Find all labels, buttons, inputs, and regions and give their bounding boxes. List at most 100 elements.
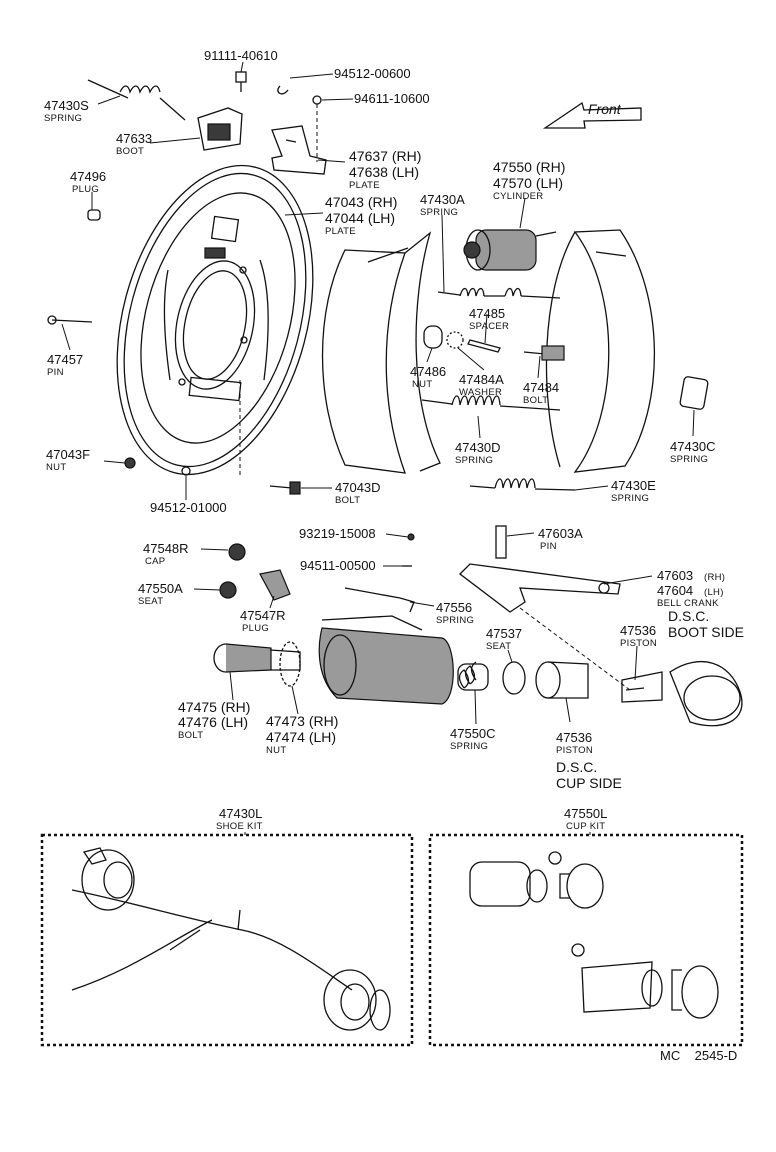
label-47430a-sub: SPRING	[420, 207, 458, 218]
label-47603: 47603	[657, 568, 693, 583]
boot-47633-drawing	[197, 107, 243, 151]
label-47474: 47474 (LH)	[266, 729, 336, 745]
wheel-cylinder-47550-drawing	[463, 229, 557, 271]
label-47496-sub: PLUG	[72, 184, 99, 195]
cup-kit-box	[428, 833, 744, 1047]
label-94611-10600: 94611-10600	[354, 91, 430, 106]
label-47486: 47486	[410, 364, 446, 379]
shoe-kit-drawing	[71, 847, 391, 1031]
pin-47603a-drawing	[495, 525, 507, 559]
label-47430s: 47430S	[44, 98, 89, 113]
footer-code: MC 2545-D	[660, 1048, 737, 1063]
label-47473: 47473 (RH)	[266, 713, 338, 729]
piston-47536-cup-drawing	[535, 661, 589, 699]
spring-47430a-drawing	[437, 287, 561, 299]
label-47547r: 47547R	[240, 608, 286, 623]
spring-47430d-drawing	[421, 395, 561, 411]
bolt-47043d-drawing	[269, 481, 301, 495]
label-47637: 47637 (RH)	[349, 148, 421, 164]
plate-47637-drawing	[271, 125, 327, 175]
spring-47556-drawing	[344, 587, 415, 613]
spring-47430e-drawing	[469, 478, 576, 491]
label-47536-cup-sub: PISTON	[556, 745, 593, 756]
left-brake-shoe-drawing	[321, 231, 441, 474]
label-47485: 47485	[469, 306, 505, 321]
label-47485-sub: SPACER	[469, 321, 509, 332]
label-47430l: 47430L	[219, 806, 262, 821]
bolt-91111-drawing	[235, 71, 247, 92]
label-47550c: 47550C	[450, 726, 496, 741]
label-47430d: 47430D	[455, 440, 501, 455]
label-47633-sub: BOOT	[116, 146, 144, 157]
boot-dsc-drawing	[669, 661, 743, 727]
label-47484a: 47484A	[459, 372, 504, 387]
label-47547r-sub: PLUG	[242, 623, 269, 634]
label-47604: 47604	[657, 583, 693, 598]
label-dsc-cup: D.S.C.	[556, 759, 597, 775]
spacer-47485-drawing	[467, 339, 501, 353]
label-94511-00500: 94511-00500	[300, 558, 376, 573]
label-94512-00600: 94512-00600	[334, 66, 411, 81]
label-93219-15008: 93219-15008	[299, 526, 376, 541]
label-47430a: 47430A	[420, 192, 465, 207]
spring-47550c-drawing	[457, 661, 489, 691]
label-47604-sub: BELL CRANK	[657, 598, 719, 609]
label-47496: 47496	[70, 169, 106, 184]
label-47548r-sub: CAP	[145, 556, 165, 567]
seat-47537-drawing	[502, 661, 526, 695]
label-47043d: 47043D	[335, 480, 381, 495]
label-47457-sub: PIN	[47, 367, 64, 378]
label-47043f-sub: NUT	[46, 462, 66, 473]
label-47043f: 47043F	[46, 447, 90, 462]
backing-plate-drawing	[116, 164, 314, 476]
label-47476-sub: BOLT	[178, 730, 203, 741]
label-47537: 47537	[486, 626, 522, 641]
label-47550a: 47550A	[138, 581, 183, 596]
label-47044: 47044 (LH)	[325, 210, 395, 226]
label-47638: 47638 (LH)	[349, 164, 419, 180]
seat-47550a-drawing	[219, 581, 237, 599]
dsc-cylinder-body-drawing	[318, 615, 454, 705]
bolt-93219-drawing	[407, 533, 415, 541]
label-47430c: 47430C	[670, 439, 716, 454]
label-47537-sub: SEAT	[486, 641, 511, 652]
label-47638-sub: PLATE	[349, 180, 380, 191]
washer-94611-drawing	[312, 95, 322, 105]
label-91111-40610: 91111-40610	[204, 48, 278, 63]
nut-94512-01000-drawing	[181, 466, 191, 476]
label-47556-sub: SPRING	[436, 615, 474, 626]
plug-47547r-drawing	[259, 569, 291, 601]
shoe-kit-box	[40, 833, 414, 1047]
label-47570-sub: CYLINDER	[493, 191, 543, 202]
clip-94512-drawing	[277, 85, 289, 95]
spring-47430c-drawing	[679, 376, 709, 410]
cap-47548r-drawing	[228, 543, 246, 561]
label-47556: 47556	[436, 600, 472, 615]
label-47044-sub: PLATE	[325, 226, 356, 237]
front-label: Front	[588, 101, 622, 117]
adjusting-nut-47473-drawing	[279, 641, 301, 687]
label-47430e-sub: SPRING	[611, 493, 649, 504]
washer-47484a-drawing	[446, 331, 464, 349]
label-47536-cup: 47536	[556, 730, 592, 745]
label-47484a-sub: WASHER	[459, 387, 502, 398]
label-47043: 47043 (RH)	[325, 194, 397, 210]
label-47486-sub: NUT	[412, 379, 432, 390]
label-47043d-sub: BOLT	[335, 495, 360, 506]
cup-kit-drawing	[469, 851, 719, 1019]
label-47536-boot: 47536	[620, 623, 656, 638]
nut-47043f-drawing	[124, 457, 136, 469]
label-boot-side: BOOT SIDE	[668, 624, 744, 640]
label-47603a-sub: PIN	[540, 541, 557, 552]
adjusting-bolt-47475-drawing	[213, 643, 301, 673]
bolt-47484-drawing	[523, 345, 565, 361]
label-cup-side: CUP SIDE	[556, 775, 622, 791]
label-47430e: 47430E	[611, 478, 656, 493]
plug-47496-drawing	[87, 209, 101, 221]
label-47633: 47633	[116, 131, 152, 146]
label-47550l: 47550L	[564, 806, 607, 821]
label-47430c-sub: SPRING	[670, 454, 708, 465]
label-47603-rh: (RH)	[704, 572, 725, 583]
label-47550l-sub: CUP KIT	[566, 821, 605, 832]
